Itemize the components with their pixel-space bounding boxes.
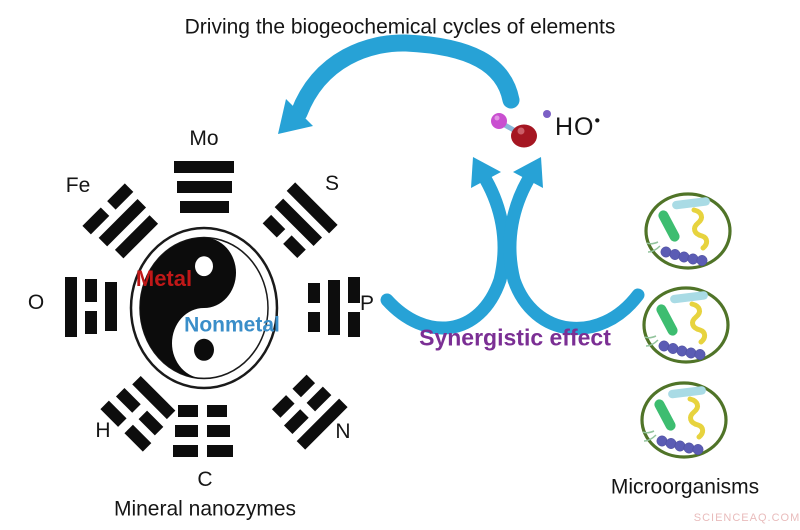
element-label-Mo: Mo: [189, 127, 219, 150]
electron-dot-icon: [543, 110, 551, 118]
figure-title: Driving the biogeochemical cycles of ele…: [184, 15, 616, 39]
cycle-arrow: [278, 34, 520, 134]
yinyang-symbol: [129, 226, 279, 390]
element-label-S: S: [324, 172, 340, 195]
radical-dot: •: [594, 112, 602, 130]
element-label-P: P: [359, 292, 375, 315]
nonmetal-label: Nonmetal: [184, 313, 280, 337]
h-atom-icon: [491, 113, 507, 129]
trigram-C: [173, 405, 233, 457]
hydroxyl-radical-molecule: [491, 110, 551, 148]
microbe-cell: [646, 194, 730, 268]
radical-formula: HO: [554, 112, 595, 141]
element-label-Fe: Fe: [65, 174, 91, 197]
element-label-H: H: [95, 419, 111, 442]
yin-dot: [194, 338, 214, 361]
hydroxyl-radical-label: HO•: [555, 113, 601, 142]
trigram-Mo: [174, 161, 234, 213]
mineral-nanozymes-caption: Mineral nanozymes: [113, 497, 297, 521]
trigram-O: [65, 277, 117, 337]
trigram-P: [308, 277, 360, 337]
watermark: SCIENCEAQ.COM: [693, 511, 800, 524]
element-label-N: N: [335, 420, 351, 443]
synergy-label: Synergistic effect: [419, 324, 611, 351]
element-label-O: O: [27, 291, 45, 314]
fountain-arrow-right: [503, 157, 645, 335]
microbe-cell: [642, 383, 726, 457]
microorganisms-caption: Microorganisms: [610, 475, 760, 499]
metal-label: Metal: [135, 265, 193, 291]
o-atom-icon: [511, 124, 537, 148]
fountain-arrow-left: [380, 157, 511, 335]
microbe-cell: [644, 288, 728, 362]
yang-dot: [195, 256, 213, 277]
element-label-C: C: [197, 468, 213, 491]
